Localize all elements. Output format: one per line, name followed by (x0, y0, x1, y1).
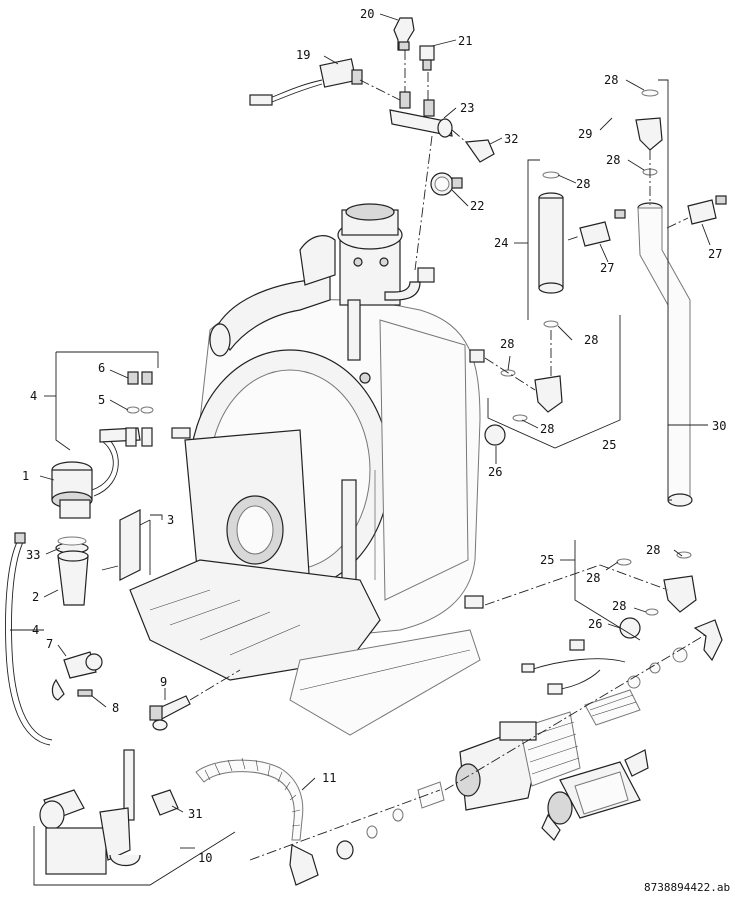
sensor-9 (149, 669, 241, 731)
callout-29: 29 (578, 127, 592, 141)
callout-27: 27 (708, 247, 722, 261)
condensate-siphon-group (39, 749, 319, 886)
right-pipe-group (484, 89, 727, 639)
callout-11: 11 (322, 771, 336, 785)
callout-22: 22 (470, 199, 484, 213)
callout-2: 2 (32, 590, 39, 604)
callout-28: 28 (606, 153, 620, 167)
callout-32: 32 (504, 132, 518, 146)
callout-4: 4 (30, 389, 37, 403)
callout-25: 25 (602, 438, 616, 452)
leader-lines (10, 13, 711, 886)
callout-28: 28 (584, 333, 598, 347)
callout-25: 25 (540, 553, 554, 567)
callout-21: 21 (458, 34, 472, 48)
callout-20: 20 (360, 7, 374, 21)
document-number: 8738894422.ab (644, 881, 730, 894)
callout-1: 1 (22, 469, 29, 483)
callout-28: 28 (646, 543, 660, 557)
callout-28: 28 (612, 599, 626, 613)
pump-assembly-right (249, 619, 723, 861)
callout-8: 8 (112, 701, 119, 715)
callout-28: 28 (576, 177, 590, 191)
callout-26: 26 (488, 465, 502, 479)
callout-26: 26 (588, 617, 602, 631)
callout-28: 28 (586, 571, 600, 585)
callout-23: 23 (460, 101, 474, 115)
callout-31: 31 (188, 807, 202, 821)
callout-6: 6 (98, 361, 105, 375)
callout-27: 27 (600, 261, 614, 275)
callout-28: 28 (604, 73, 618, 87)
callout-7: 7 (46, 637, 53, 651)
callout-33: 33 (26, 548, 40, 562)
boiler-body (129, 203, 485, 736)
callout-10: 10 (198, 851, 212, 865)
callout-28: 28 (540, 422, 554, 436)
callout-9: 9 (160, 675, 167, 689)
callout-3: 3 (167, 513, 174, 527)
callout-24: 24 (494, 236, 508, 250)
callout-4: 4 (32, 623, 39, 637)
callout-labels: 1 2 3 4 4 5 6 7 8 9 10 11 19 20 21 22 23… (22, 7, 726, 865)
callout-19: 19 (296, 48, 310, 62)
pump-assembly-left (5, 371, 154, 746)
callout-30: 30 (712, 419, 726, 433)
callout-28: 28 (500, 337, 514, 351)
callout-5: 5 (98, 393, 105, 407)
